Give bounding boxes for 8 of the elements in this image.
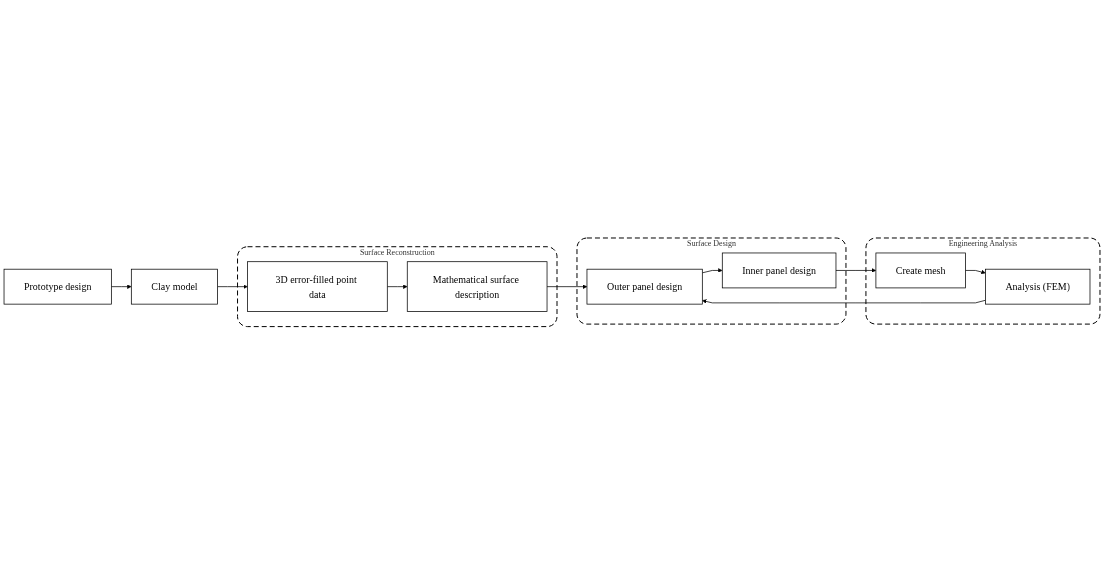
node-box: Create mesh	[875, 252, 966, 288]
node-box: Outer panel design	[586, 268, 703, 305]
node-box: Clay model	[130, 268, 218, 305]
node-box: 3D error-filled point data	[247, 261, 388, 312]
node-box: Inner panel design	[721, 252, 837, 288]
node-box: Mathematical surface description	[406, 261, 548, 312]
node-box: Analysis (FEM)	[985, 268, 1091, 305]
node-box: Prototype design	[3, 268, 112, 305]
